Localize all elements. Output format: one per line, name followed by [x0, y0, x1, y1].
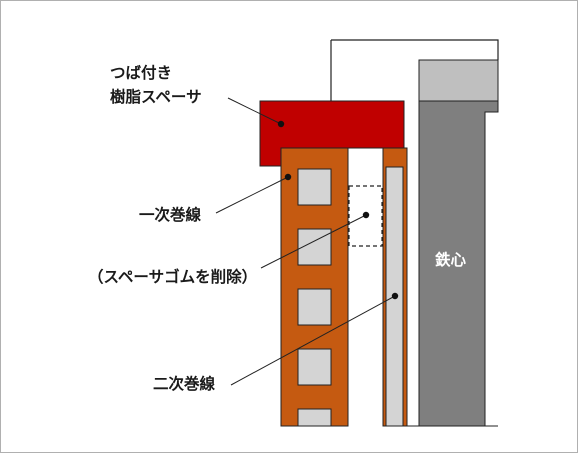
label-primary-winding: 一次巻線: [139, 205, 202, 224]
leader-removed: [260, 214, 367, 269]
leader-primary: [215, 176, 289, 214]
primary-conductor: [297, 168, 332, 206]
label-secondary-winding: 二次巻線: [153, 374, 216, 393]
primary-conductors: [297, 168, 332, 427]
label-removed-rubber-spacer: （スペーサゴムを削除）: [88, 267, 257, 286]
dot-removed: [362, 211, 370, 219]
primary-conductor: [297, 348, 332, 386]
primary-conductor: [297, 288, 332, 326]
flanged-resin-spacer: [259, 100, 405, 167]
leader-secondary: [230, 295, 396, 386]
label-iron-core: 鉄心: [435, 250, 467, 269]
tank-outline: [331, 39, 499, 60]
clamp-block: [418, 59, 499, 103]
label-spacer-line2: 樹脂スペーサ: [110, 87, 202, 106]
label-spacer-line1: つば付き: [110, 63, 172, 82]
dot-secondary: [391, 292, 399, 300]
dot-spacer: [277, 120, 285, 128]
primary-conductor: [297, 408, 332, 427]
dot-primary: [284, 173, 292, 181]
leader-spacer: [227, 97, 282, 125]
